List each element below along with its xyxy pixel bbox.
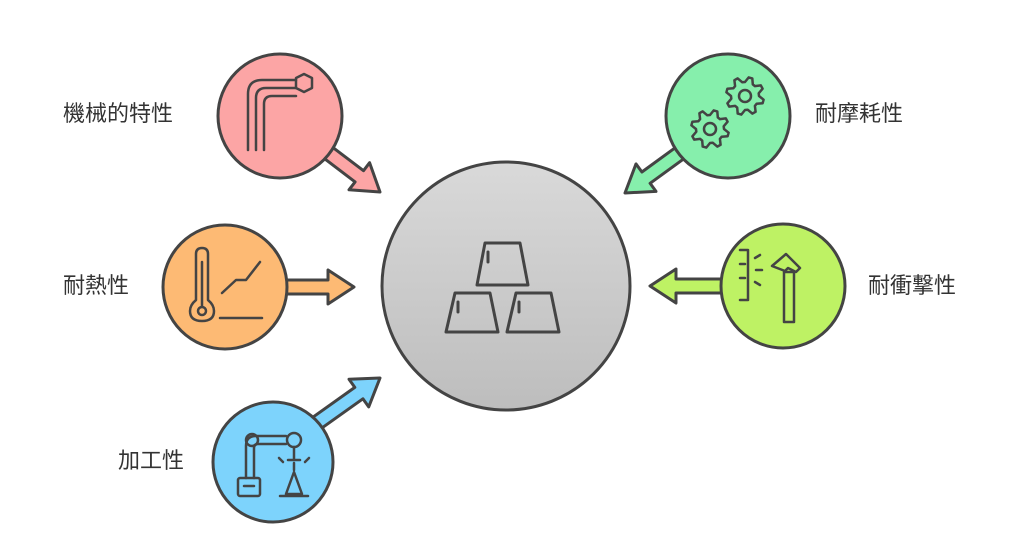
arrow-impact-to-center <box>648 267 726 305</box>
label-wear: 耐摩耗性 <box>815 102 904 127</box>
arrow-heat-to-center <box>282 268 356 306</box>
metal-ingots-icon <box>444 241 561 334</box>
node-machining <box>211 400 335 524</box>
node-impact <box>719 222 847 350</box>
node-wear <box>664 52 792 180</box>
label-impact: 耐衝撃性 <box>868 274 957 299</box>
label-mechanical: 機械的特性 <box>63 102 174 127</box>
node-mechanical <box>216 52 344 180</box>
thermometer-icon <box>188 246 264 323</box>
gears-icon <box>690 76 765 149</box>
hammer-impact-icon <box>738 248 802 324</box>
label-machining: 加工性 <box>118 449 185 474</box>
arrow-wear-to-center <box>623 142 690 195</box>
robot-arm-icon <box>236 431 311 498</box>
label-heat: 耐熱性 <box>63 274 130 299</box>
center-hub <box>380 160 632 412</box>
node-heat <box>161 223 289 351</box>
hex-key-icon <box>246 72 314 152</box>
arrow-machining-to-center <box>308 376 382 433</box>
